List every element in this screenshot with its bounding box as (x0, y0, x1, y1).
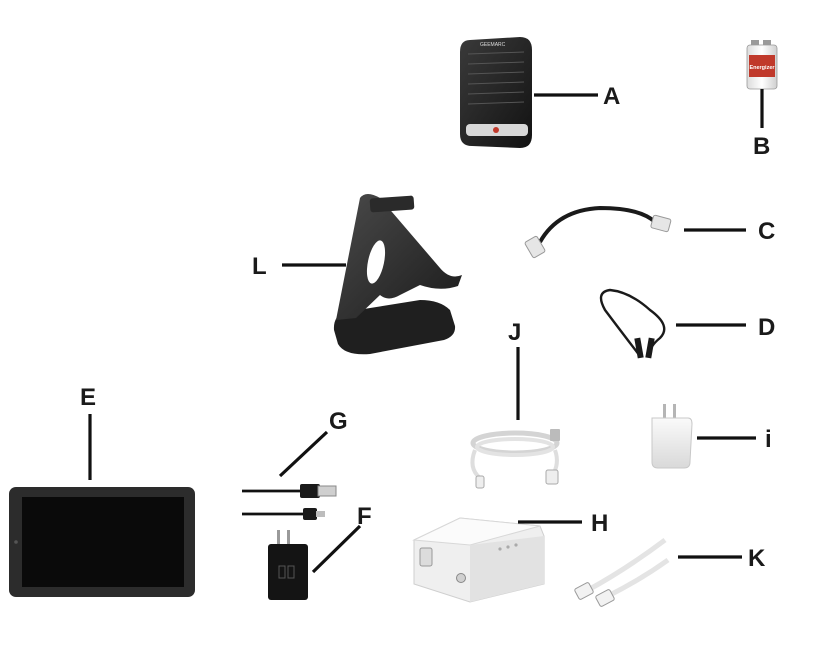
device-a-brand-text: GEEMARC (480, 42, 506, 48)
battery-brand-text: Energizer (749, 65, 775, 71)
label-h: H (591, 510, 608, 537)
battery-illustration: Energizer (746, 40, 778, 90)
leader-f (311, 524, 362, 574)
phone-cable-illustration (524, 205, 672, 259)
label-c: C (758, 218, 775, 245)
white-power-adapter-illustration (651, 404, 693, 469)
usb-cable-j-illustration (470, 429, 560, 489)
usb-cable-g-illustration (242, 484, 337, 520)
label-f: F (357, 503, 372, 530)
label-g: G (329, 408, 348, 435)
router-illustration (412, 517, 545, 603)
ethernet-cable-illustration (574, 537, 670, 607)
label-a: A (603, 83, 620, 110)
stand-illustration (333, 194, 462, 355)
device-a-illustration: GEEMARC (460, 37, 532, 148)
audio-cable-illustration (599, 288, 666, 359)
label-d: D (758, 314, 775, 341)
label-e: E (80, 384, 96, 411)
label-i: i (765, 426, 772, 453)
label-b: B (753, 133, 770, 160)
label-j: J (508, 319, 521, 346)
leader-g (278, 430, 329, 478)
label-k: K (748, 545, 766, 572)
tablet-illustration (9, 487, 195, 597)
label-l: L (252, 253, 267, 280)
black-power-adapter-illustration (268, 530, 308, 600)
